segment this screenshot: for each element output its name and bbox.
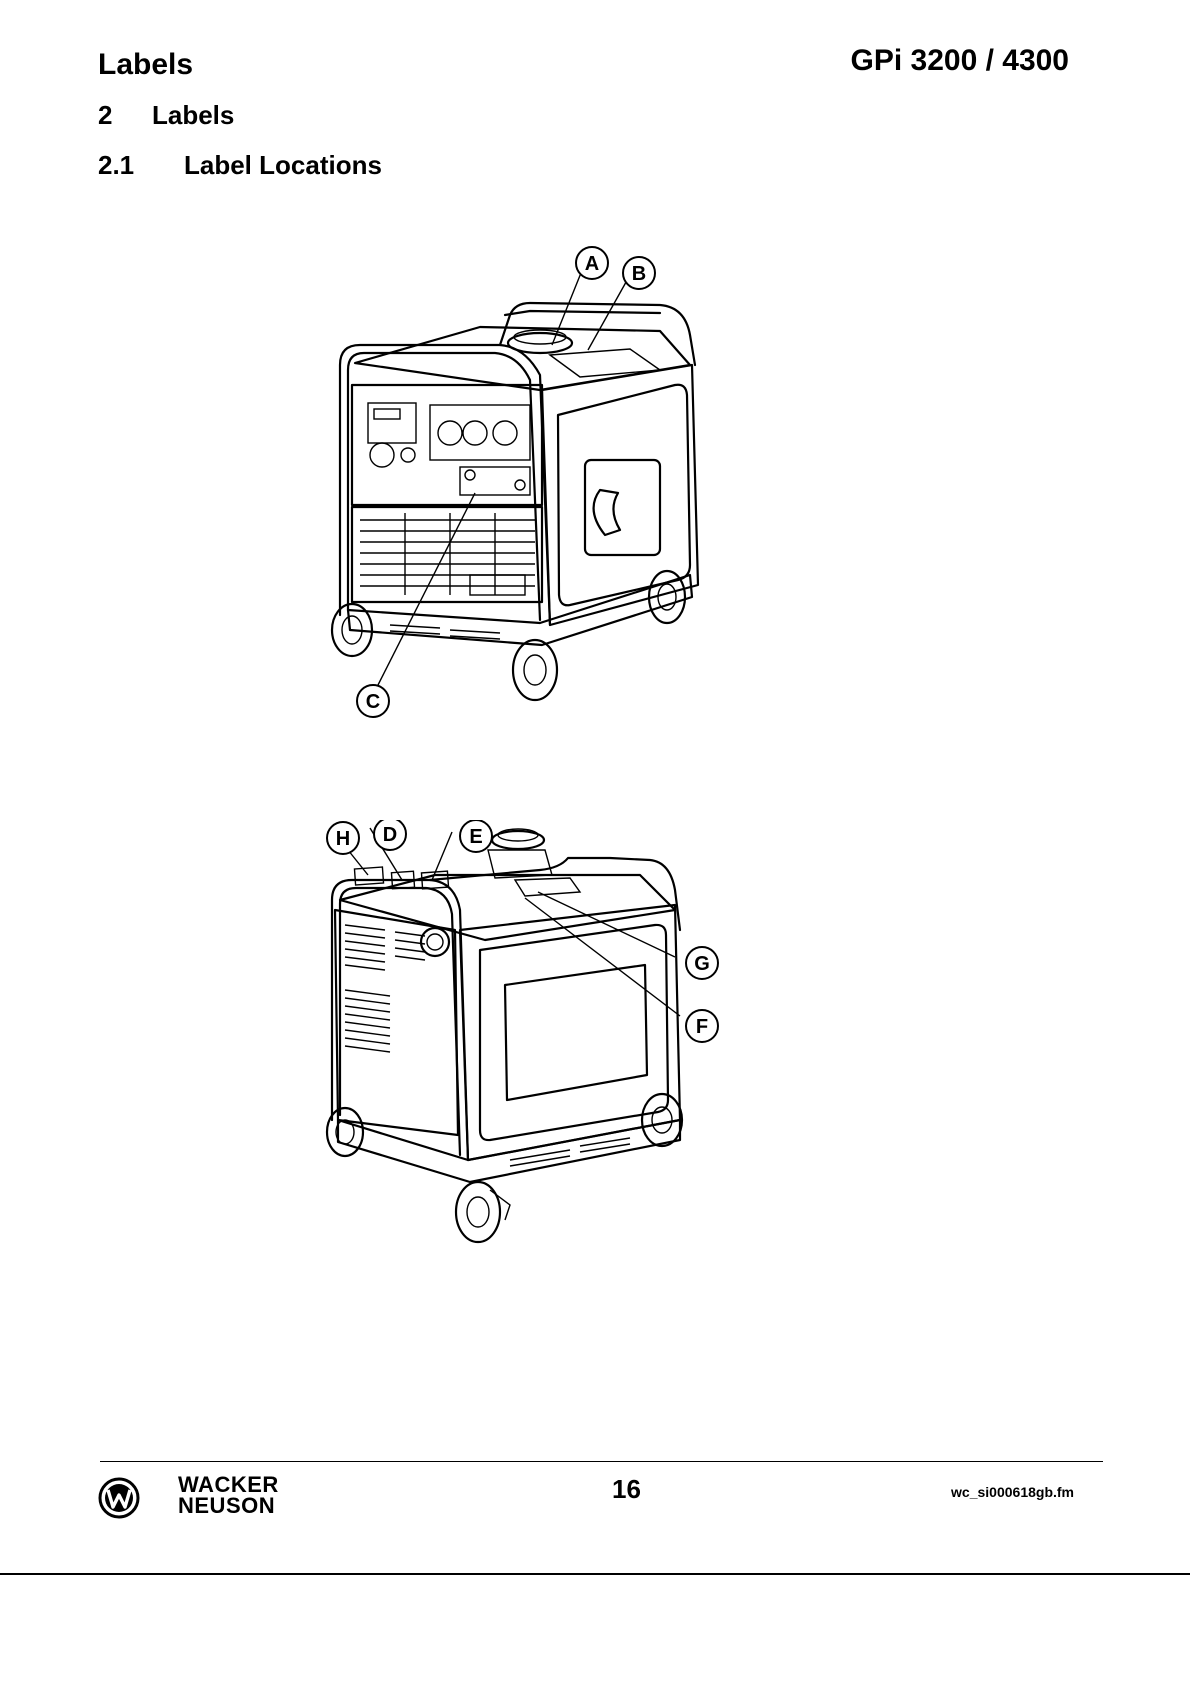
- brand-line-1: WACKER: [178, 1474, 279, 1495]
- svg-text:F: F: [696, 1016, 708, 1038]
- svg-text:E: E: [469, 826, 482, 848]
- generator-front-view-drawing: A B C: [330, 245, 760, 765]
- svg-text:G: G: [694, 953, 710, 975]
- wacker-neuson-logo-icon: [97, 1476, 141, 1525]
- svg-text:A: A: [585, 253, 599, 275]
- callout-b: B: [623, 257, 655, 289]
- running-header-model: GPi 3200 / 4300: [851, 44, 1070, 78]
- callout-a: A: [576, 247, 608, 279]
- svg-text:D: D: [383, 824, 397, 846]
- callout-e: E: [460, 820, 492, 852]
- svg-text:H: H: [336, 828, 350, 850]
- heading-2-number: 2.1: [98, 150, 184, 181]
- callout-c: C: [357, 685, 389, 717]
- generator-rear-view-figure: H D E G F: [310, 820, 780, 1290]
- svg-text:B: B: [632, 263, 646, 285]
- callout-g: G: [686, 947, 718, 979]
- brand-wordmark: WACKER NEUSON: [178, 1474, 279, 1516]
- page-bottom-edge: [0, 1573, 1190, 1575]
- source-filename: wc_si000618gb.fm: [951, 1484, 1074, 1500]
- page-number: 16: [612, 1474, 641, 1505]
- callout-d: D: [374, 820, 406, 850]
- brand-line-2: NEUSON: [178, 1495, 279, 1516]
- generator-front-view-figure: A B C: [330, 245, 760, 765]
- heading-2-title: Label Locations: [184, 150, 382, 180]
- running-header-section: Labels: [98, 48, 193, 82]
- callout-f: F: [686, 1010, 718, 1042]
- footer-divider: [100, 1461, 1103, 1462]
- heading-1-title: Labels: [152, 100, 234, 130]
- generator-rear-view-drawing: H D E G F: [310, 820, 780, 1290]
- svg-text:C: C: [366, 691, 380, 713]
- heading-1-number: 2: [98, 100, 152, 131]
- callout-h: H: [327, 822, 359, 854]
